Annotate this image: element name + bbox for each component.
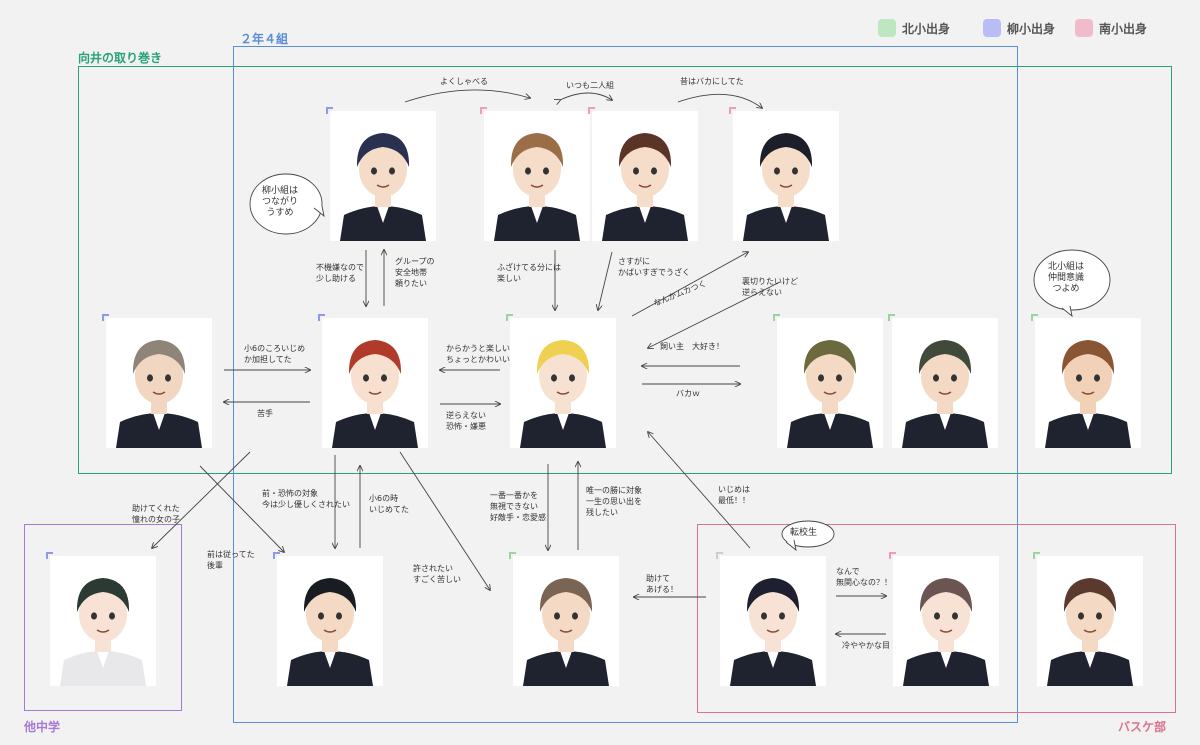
rel-label-tease: からかうと楽しい ちょっとかわいい [446, 343, 510, 365]
origin-marker-yanagi [326, 107, 333, 114]
origin-marker-north [506, 314, 513, 321]
rel-label-weak: 苦手 [257, 408, 273, 419]
legend-swatch [983, 19, 1001, 37]
group-label-circle: 向井の取り巻き [78, 49, 162, 66]
portrait-hidden-eye-boy [513, 556, 619, 686]
legend-item-north: 北小出身 [878, 19, 950, 37]
origin-marker-yanagi [273, 552, 280, 559]
rel-label-bully: 小6のころいじめ か加担してた [244, 343, 305, 365]
legend-label: 南小出身 [1099, 20, 1147, 37]
rel-label-safe: グループの 安全地帯 頼りたい [395, 256, 435, 289]
portrait-long-hair-boy [592, 111, 698, 241]
rel-label-annoying: さすがに かばいすぎでうざく [618, 256, 690, 278]
rel-label-bullied: 小6の時 いじめてた [369, 493, 409, 515]
portrait-red-hair-boy [322, 318, 428, 448]
origin-marker-yanagi [102, 314, 109, 321]
origin-marker-south [889, 552, 896, 559]
origin-marker-north [773, 314, 780, 321]
portrait-transfer-girl [720, 556, 826, 686]
rel-label-indifferent: なんで 無関心なの？！ [836, 566, 892, 588]
legend-label: 北小出身 [902, 20, 950, 37]
portrait-ponytail-girl [1037, 556, 1143, 686]
rel-label-memory: 唯一の勝に対象 一生の思い出を 残したい [586, 485, 642, 518]
group-label-other-school: 他中学 [24, 718, 60, 735]
rel-label-idiot: バカｗ [676, 388, 700, 399]
group-label-class: ２年４組 [240, 30, 288, 47]
portrait-kitasaka [330, 111, 436, 241]
portrait-winking-boy [892, 318, 998, 448]
rel-label-cold: 冷ややかな目 [842, 640, 890, 651]
rel-label-junior: 前は従ってた 後輩 [207, 549, 255, 571]
rel-label-betray: 裏切りたいけど 逆らえない [742, 276, 798, 298]
rel-label-pair: いつも二人組 [566, 80, 614, 91]
rel-label-savior: 助けてくれた 憧れの女の子 [132, 503, 180, 525]
speech-bubble-transfer: 転校生 [790, 528, 817, 539]
speech-bubble-yanagi: 柳小組は つながり うすめ [262, 186, 298, 219]
portrait-green-hair-girl [50, 556, 156, 686]
origin-marker-south [480, 107, 487, 114]
rel-label-forgive: 許されたい すごく苦しい [413, 563, 461, 585]
rel-label-mocked: 昔はバカにしてた [680, 76, 744, 87]
rel-label-talk: よくしゃべる [440, 76, 488, 87]
portrait-shouting-boy [1035, 318, 1141, 448]
rel-label-rescue: 助けて あげる！ [646, 573, 678, 595]
rel-label-owner: 飼い主 大好き！ [660, 341, 724, 352]
origin-marker-south [729, 107, 736, 114]
portrait-cheering-boy [777, 318, 883, 448]
legend-item-south: 南小出身 [1075, 19, 1147, 37]
portrait-brown-boy [484, 111, 590, 241]
portrait-waving-boy [733, 111, 839, 241]
rel-label-worst: いじめは 最低！！ [718, 484, 750, 506]
origin-marker-north [888, 314, 895, 321]
origin-marker-none [716, 552, 723, 559]
portrait-spiky-boy [277, 556, 383, 686]
legend-swatch [1075, 19, 1093, 37]
rel-label-rival: 一番一番かを 無視できない 好敵手・恋愛感 [490, 490, 546, 523]
origin-marker-yanagi [46, 552, 53, 559]
origin-marker-north [1033, 552, 1040, 559]
origin-marker-north [1031, 314, 1038, 321]
origin-marker-north [509, 552, 516, 559]
origin-marker-yanagi [318, 314, 325, 321]
rel-label-help: 不機嫌なので 少し助ける [316, 262, 364, 284]
portrait-twin-tail-girl [893, 556, 999, 686]
portrait-blonde-boy [510, 318, 616, 448]
rel-label-fun: ふざけてる分には 楽しい [497, 262, 561, 284]
legend-swatch [878, 19, 896, 37]
rel-label-fear: 逆らえない 恐怖・嫌悪 [446, 410, 486, 432]
group-label-basketball: バスケ部 [1118, 718, 1166, 735]
speech-bubble-north: 北小組は 仲間意識 つよめ [1048, 262, 1084, 295]
portrait-buzzcut-boy [106, 318, 212, 448]
rel-label-former-fear: 前・恐怖の対象 今は少し優しくされたい [262, 488, 350, 510]
legend-label: 柳小出身 [1007, 20, 1055, 37]
origin-marker-south [588, 107, 595, 114]
legend-item-yanagi: 柳小出身 [983, 19, 1055, 37]
